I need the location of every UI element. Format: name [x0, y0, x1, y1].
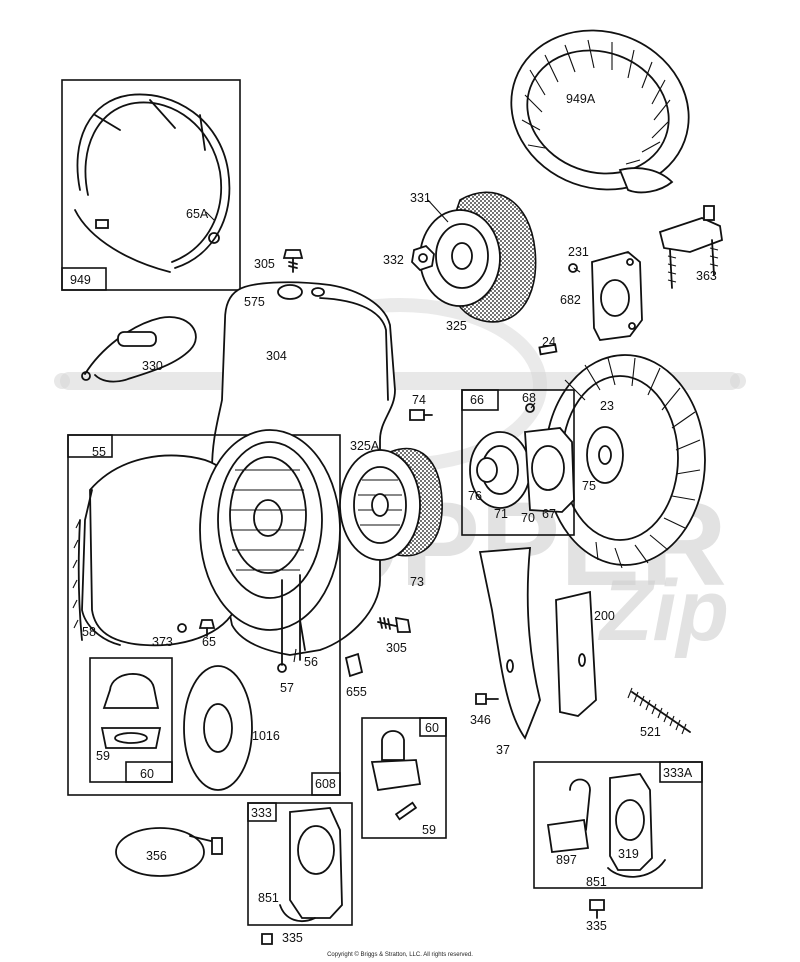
label-356: 356 [146, 849, 167, 863]
label-60-right: 60 [425, 721, 439, 735]
part-56-57-rope [299, 619, 306, 651]
copyright-notice: Copyright © Briggs & Stratton, LLC. All … [327, 952, 473, 958]
label-521: 521 [640, 725, 661, 739]
label-66: 66 [470, 393, 484, 407]
part-305-bolt-lower [377, 616, 412, 633]
part-682-bracket [591, 251, 643, 341]
part-521-spring [627, 687, 691, 735]
part-200-shield [555, 590, 597, 717]
label-55: 55 [92, 445, 106, 459]
label-325A: 325A [350, 439, 380, 453]
label-330: 330 [142, 359, 163, 373]
label-305-top: 305 [254, 257, 275, 271]
label-200: 200 [594, 609, 615, 623]
label-851-right: 851 [586, 875, 607, 889]
part-labels: 949 65A 330 305 575 304 331 332 325 949A… [70, 92, 717, 945]
part-330-wire [81, 316, 197, 383]
part-373-65-screws [177, 619, 216, 637]
label-59-left: 59 [96, 749, 110, 763]
label-65A: 65A [186, 207, 209, 221]
label-56: 56 [304, 655, 318, 669]
label-73: 73 [410, 575, 424, 589]
label-71: 71 [494, 507, 508, 521]
part-363-brake-bracket [658, 205, 723, 289]
label-325: 325 [446, 319, 467, 333]
label-897: 897 [556, 853, 577, 867]
label-76: 76 [468, 489, 482, 503]
part-231-screw [568, 263, 578, 273]
label-333A: 333A [663, 766, 693, 780]
label-346: 346 [470, 713, 491, 727]
kit-333-box [247, 802, 353, 926]
label-655: 655 [346, 685, 367, 699]
label-949A: 949A [566, 92, 596, 106]
kit-60-box [361, 717, 447, 839]
label-575: 575 [244, 295, 265, 309]
label-319: 319 [618, 847, 639, 861]
label-373: 373 [152, 635, 173, 649]
part-37-baffle [478, 547, 541, 740]
leader-lines [205, 199, 581, 663]
part-74-screw [409, 409, 433, 421]
label-231: 231 [568, 245, 589, 259]
part-356-wire [115, 827, 223, 877]
label-332: 332 [383, 253, 404, 267]
part-655-clip [344, 652, 364, 678]
part-335-screw-right [589, 899, 605, 919]
label-68: 68 [522, 391, 536, 405]
kit-949-box [61, 79, 241, 291]
label-363: 363 [696, 269, 717, 283]
label-331: 331 [410, 191, 431, 205]
label-851-left: 851 [258, 891, 279, 905]
kit-333A-box [533, 761, 703, 889]
kit-60-sub-box [89, 657, 173, 783]
label-335-right: 335 [586, 919, 607, 933]
label-23: 23 [600, 399, 614, 413]
label-305-lower: 305 [386, 641, 407, 655]
part-24-key [538, 343, 558, 356]
watermark-script: Zip [597, 563, 729, 659]
part-325A-screen [339, 447, 443, 561]
part-949A-rotating-screen [510, 29, 690, 194]
part-335-screw-left [261, 933, 273, 945]
part-starter-pulley [199, 429, 341, 673]
label-60-left: 60 [140, 767, 154, 781]
label-57: 57 [280, 681, 294, 695]
kit-66-box [461, 389, 575, 536]
label-59-right: 59 [422, 823, 436, 837]
label-682: 682 [560, 293, 581, 307]
part-332-nut [411, 244, 435, 272]
label-24: 24 [542, 335, 556, 349]
part-1016-washer [183, 665, 253, 791]
label-333: 333 [251, 806, 272, 820]
label-37: 37 [496, 743, 510, 757]
kit-608-box [67, 434, 341, 796]
label-70: 70 [521, 511, 535, 525]
label-58: 58 [82, 625, 96, 639]
label-74: 74 [412, 393, 426, 407]
part-346-screw [475, 693, 499, 705]
label-65: 65 [202, 635, 216, 649]
label-75: 75 [582, 479, 596, 493]
part-331-hub [419, 209, 501, 307]
label-304: 304 [266, 349, 287, 363]
label-608: 608 [315, 777, 336, 791]
label-1016: 1016 [252, 729, 280, 743]
part-305-bolt-top [282, 249, 304, 273]
label-335-left: 335 [282, 931, 303, 945]
label-949: 949 [70, 273, 91, 287]
label-67: 67 [542, 507, 556, 521]
